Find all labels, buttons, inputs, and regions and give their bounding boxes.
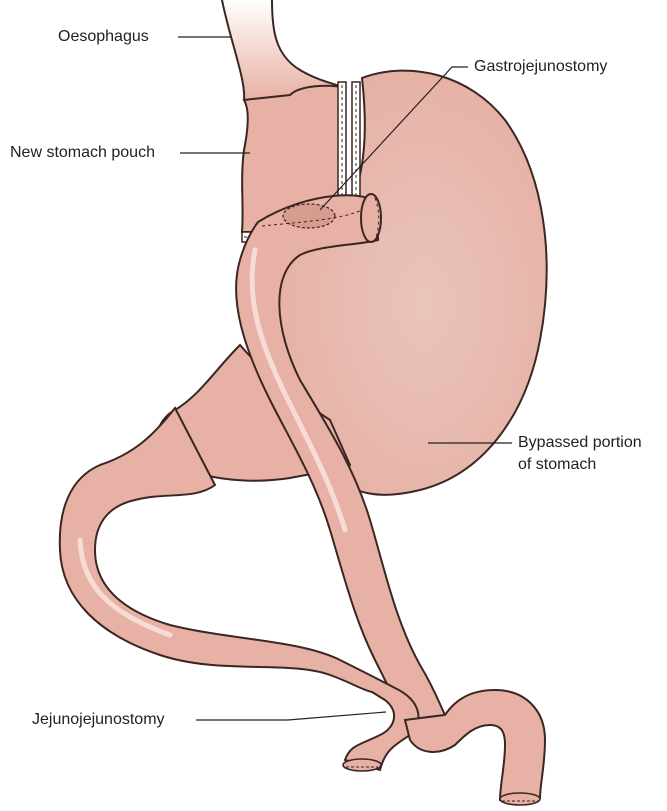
oesophagus [222,0,345,100]
common-channel [403,688,547,802]
leader-jejunojejunostomy [196,711,387,721]
label-bypassed-portion-line1: Bypassed portion [518,434,642,451]
label-new-stomach-pouch: New stomach pouch [10,144,155,161]
biliopancreatic-limb [58,406,420,772]
new-stomach-pouch [240,84,346,233]
label-bypassed-portion-line2: of stomach [518,456,597,473]
leader-gastrojejunostomy [319,66,468,211]
roux-limb [235,194,447,722]
label-gastrojejunostomy: Gastrojejunostomy [474,58,608,75]
gastrojejunostomy-site [282,203,336,229]
label-jejunojejunostomy: Jejunojejunostomy [32,711,165,728]
label-oesophagus: Oesophagus [58,28,149,45]
